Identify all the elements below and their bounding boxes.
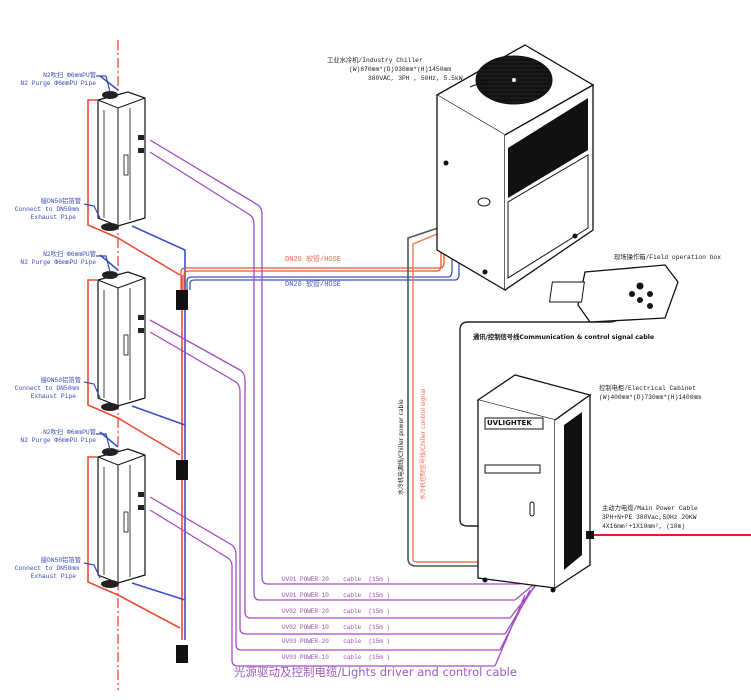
main-power-spec: 3PH+N+PE 380Vac,50Hz 20KW <box>602 514 697 521</box>
cable-row: UV01 POWER-20 cable (15m ) <box>282 576 391 584</box>
cable-row: UV01 POWER-10 cable (15m ) <box>282 592 391 600</box>
field-box-label: 现场操作箱/Field operation box <box>614 254 722 261</box>
cable-type: cable <box>343 576 362 583</box>
purge-label-cn-3: N2吹扫 Φ6mmPU管 <box>43 429 96 436</box>
cable-type: cable <box>343 592 362 599</box>
manifold-block <box>176 290 188 310</box>
cable-row: UV03 POWER-20 cable (15m ) <box>282 638 391 646</box>
cable-row: UV03 POWER-10 cable (15m ) <box>282 654 391 662</box>
hose-return-label: DN20 软管/HOSE <box>285 281 342 289</box>
cable-label: UV03 POWER-10 <box>282 654 329 661</box>
cabinet-name: 控制电柜/Electrical Cabinet <box>599 385 696 392</box>
chiller-name: 工业水冷机/Industry Chiller <box>327 57 423 64</box>
hose-supply <box>180 195 445 290</box>
cable-label: UV01 POWER-10 <box>282 592 329 599</box>
chiller-power: 380VAC, 3PH , 50Hz, 5.5kW <box>368 75 463 82</box>
cable-label: UV01 POWER-20 <box>282 576 329 583</box>
cabinet-brand: UVLIGHTEK <box>487 419 532 427</box>
exhaust-label-cn-2: 接DN50铝箔管 <box>40 377 81 384</box>
cable-length: (15m ) <box>368 592 391 599</box>
power-cable-gland <box>586 531 594 539</box>
cable-type: cable <box>343 624 362 631</box>
cable-length: (15m ) <box>368 576 391 583</box>
leader-lines <box>83 75 111 579</box>
cable-length: (15m ) <box>368 608 391 615</box>
exhaust-label-cn-3: 接DN50铝箔管 <box>40 557 81 564</box>
electrical-cabinet <box>476 374 592 593</box>
purge-label-cn-1: N2吹扫 Φ6mmPU管 <box>43 72 96 79</box>
chiller-power-cable-label: 水冷机电源线/Chiller power cable <box>398 399 405 495</box>
purge-label-cn-2: N2吹扫 Φ6mmPU管 <box>43 251 96 258</box>
comm-cable-label: 通讯/控制信号线Communication & control signal c… <box>473 334 655 341</box>
cable-type: cable <box>343 654 362 661</box>
uv-lamp-unit-1 <box>97 91 146 231</box>
manifold-block <box>176 460 188 480</box>
field-operation-box <box>548 264 679 323</box>
chiller-label-leader <box>469 79 489 88</box>
cable-length: (15m ) <box>368 638 391 645</box>
manifold-block <box>176 645 188 663</box>
chiller-power-cable <box>407 227 478 567</box>
chiller-control-signal-label: 水冷机控制信号线/Chiller control signal <box>420 388 427 500</box>
industry-chiller <box>435 44 595 292</box>
exhaust-label-en1-3: Connect to DN50mm <box>14 565 79 572</box>
main-power-name: 主动力电缆/Main Power Cable <box>602 505 698 512</box>
cable-length: (15m ) <box>368 624 391 631</box>
purge-label-en-3: N2 Purge Φ6mmPU Pipe <box>20 437 96 444</box>
uv-lamp-unit-2 <box>97 271 146 411</box>
cable-type: cable <box>343 608 362 615</box>
exhaust-label-en2-3: Exhaust Pipe <box>30 573 76 580</box>
hose-return <box>186 195 460 290</box>
uv-lamp-unit-3 <box>97 448 146 588</box>
cable-label: UV02 POWER-20 <box>282 608 329 615</box>
cable-length: (15m ) <box>368 654 391 661</box>
main-power-size: 4X16mm²+1X10mm², (10m) <box>602 523 686 530</box>
lights-cable-title: 光源驱动及控制电缆/Lights driver and control cabl… <box>234 665 517 679</box>
cable-label: UV02 POWER-10 <box>282 624 329 631</box>
purge-label-en-1: N2 Purge Φ6mmPU Pipe <box>20 80 96 87</box>
cable-label: UV03 POWER-20 <box>282 638 329 645</box>
hose-supply-label: DN20 软管/HOSE <box>285 256 342 264</box>
exhaust-label-en2-1: Exhaust Pipe <box>30 214 76 221</box>
lights-driver-cables <box>149 139 551 667</box>
return-water-lines <box>99 75 186 640</box>
supply-water-loops <box>87 99 183 640</box>
cable-row: UV02 POWER-10 cable (15m ) <box>282 624 391 632</box>
exhaust-label-en1-1: Connect to DN50mm <box>14 206 79 213</box>
cable-type: cable <box>343 638 362 645</box>
exhaust-label-en2-2: Exhaust Pipe <box>30 393 76 400</box>
cable-row: UV02 POWER-20 cable (15m ) <box>282 608 391 616</box>
exhaust-label-cn-1: 接DN50铝箔管 <box>40 198 81 205</box>
chiller-control-signal <box>412 231 478 563</box>
chiller-dims: (W)670mm*(D)930mm*(H)1450mm <box>349 66 452 73</box>
cabinet-dims: (W)400mm*(D)730mm*(H)1400mm <box>599 394 702 401</box>
exhaust-label-en1-2: Connect to DN50mm <box>14 385 79 392</box>
purge-label-en-2: N2 Purge Φ6mmPU Pipe <box>20 259 96 266</box>
